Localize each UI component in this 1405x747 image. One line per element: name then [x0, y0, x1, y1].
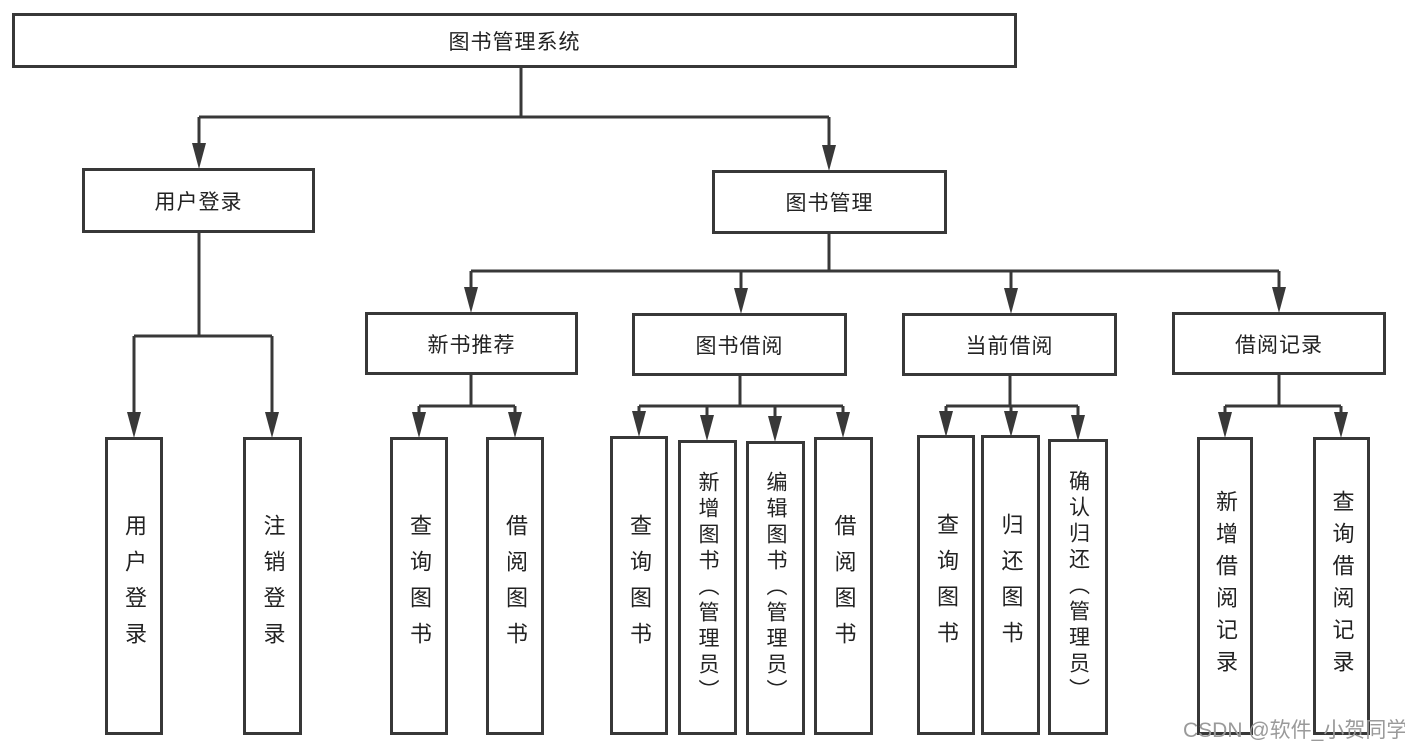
arrowhead — [1334, 412, 1348, 438]
arrowheads — [127, 143, 1348, 442]
node-current-query-books: 查询图书 — [917, 435, 975, 735]
node-label: 查询借阅记录 — [1329, 490, 1355, 682]
node-label: 图书管理 — [785, 192, 874, 215]
node-borrowing-query-books: 查询图书 — [610, 436, 668, 735]
arrowhead — [700, 415, 714, 441]
node-label: 查询图书 — [407, 514, 432, 658]
arrowhead — [939, 411, 953, 437]
node-new-book-recommend: 新书推荐 — [365, 312, 578, 375]
node-add-books-admin: 新增图书（管理员） — [678, 440, 737, 735]
arrowhead — [464, 287, 478, 313]
node-current-borrowing: 当前借阅 — [902, 313, 1117, 376]
arrowhead — [822, 145, 836, 171]
arrowhead — [768, 416, 782, 442]
node-label: 编辑图书（管理员） — [764, 471, 787, 705]
arrowhead — [127, 412, 141, 438]
arrowhead — [1004, 288, 1018, 314]
arrowhead — [412, 412, 426, 438]
node-label: 归还图书 — [998, 513, 1024, 657]
arrowhead — [1004, 411, 1018, 437]
node-label: 借阅记录 — [1235, 333, 1323, 357]
node-confirm-return-admin: 确认归还（管理员） — [1048, 439, 1108, 735]
node-label: 查询图书 — [627, 513, 652, 658]
node-label: 图书借阅 — [695, 334, 784, 358]
node-borrowing-borrow-books: 借阅图书 — [814, 437, 873, 735]
connector-bookmgmt-to-level3 — [469, 233, 1281, 293]
node-library-management-system: 图书管理系统 — [12, 13, 1017, 68]
node-label: 新增图书（管理员） — [696, 470, 719, 705]
node-newbook-query-books: 查询图书 — [390, 437, 448, 735]
connector-userlogin-children — [132, 232, 274, 417]
node-login: 用户登录 — [105, 437, 163, 735]
arrowhead — [508, 412, 522, 438]
node-user-login: 用户登录 — [82, 168, 315, 233]
connector-lines — [132, 67, 1343, 421]
node-label: 新增借阅记录 — [1213, 490, 1238, 682]
node-logout: 注销登录 — [243, 437, 302, 735]
arrowhead — [1218, 412, 1232, 438]
arrowhead — [192, 143, 206, 169]
node-borrowing-records: 借阅记录 — [1172, 312, 1386, 375]
node-label: 用户登录 — [122, 514, 147, 658]
node-newbook-borrow-books: 借阅图书 — [486, 437, 544, 735]
connector-records-children — [1223, 374, 1343, 417]
node-label: 当前借阅 — [965, 334, 1054, 358]
arrowhead — [836, 412, 850, 438]
node-book-management: 图书管理 — [712, 170, 947, 234]
csdn-watermark: CSDN @软件_小贺同学 — [1183, 719, 1405, 742]
node-query-borrow-record: 查询借阅记录 — [1313, 437, 1370, 735]
node-label: 注销登录 — [260, 514, 286, 658]
arrowhead — [265, 412, 279, 438]
node-label: 确认归还（管理员） — [1066, 470, 1090, 704]
connector-newbook-children — [417, 374, 517, 417]
node-label: 新书推荐 — [427, 333, 516, 357]
node-label: 借阅图书 — [503, 514, 528, 658]
arrowhead — [1272, 287, 1286, 313]
arrowhead — [734, 288, 748, 314]
node-edit-books-admin: 编辑图书（管理员） — [746, 441, 805, 735]
node-label: 借阅图书 — [831, 514, 857, 658]
node-label: 图书管理系统 — [448, 30, 581, 54]
connector-bookborrow-children — [637, 376, 845, 421]
node-label: 用户登录 — [154, 190, 243, 214]
arrowhead — [1071, 415, 1085, 441]
node-book-borrowing: 图书借阅 — [632, 313, 847, 376]
node-label: 查询图书 — [934, 513, 959, 657]
node-add-borrow-record: 新增借阅记录 — [1197, 437, 1253, 735]
connector-root-to-level2 — [197, 67, 831, 150]
node-return-books: 归还图书 — [981, 435, 1040, 735]
arrowhead — [632, 411, 646, 437]
